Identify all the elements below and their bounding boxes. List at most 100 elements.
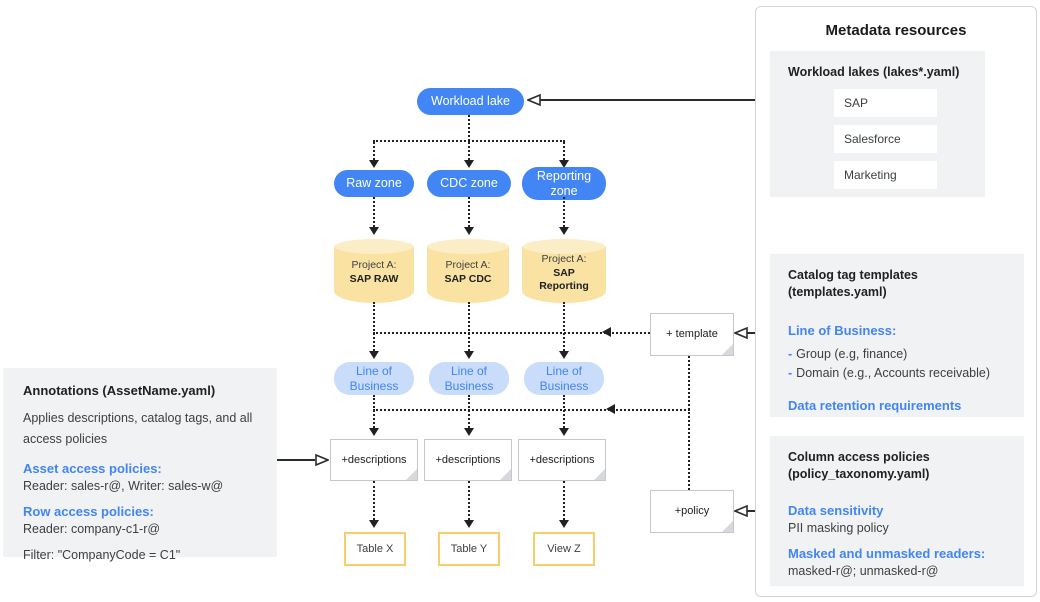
bullet-dash: - [788, 347, 793, 361]
workload-lake-label: Workload lake [431, 94, 510, 108]
zone-pill-raw: Raw zone [334, 170, 414, 197]
metadata-resources-panel: Metadata resources Workload lakes (lakes… [755, 6, 1037, 597]
project-name: SAP RAW [349, 273, 399, 285]
lob-pill-3: Line of Business [524, 362, 604, 395]
data-sensitivity-heading: Data sensitivity [788, 503, 884, 518]
dotted-connector [468, 197, 470, 227]
cylinder-body [334, 246, 414, 303]
hollow-arrowhead-left-icon [734, 505, 748, 517]
catalog-templates-section: Catalog tag templates (templates.yaml) L… [770, 254, 1024, 417]
dotted-connector [563, 302, 565, 351]
project-label: Project A: [445, 259, 491, 271]
dotted-connector [468, 481, 470, 520]
template-bullet: -Domain (e.g., Accounts receivable) [788, 364, 994, 383]
hollow-arrowhead-left-icon [734, 327, 748, 339]
descriptions-note-2: +descriptions [424, 439, 512, 481]
dotted-connector [373, 395, 375, 428]
filter-value: Filter: "CompanyCode = C1" [23, 548, 181, 562]
dotted-connector [373, 302, 375, 351]
project-name: SAP Reporting [539, 267, 589, 292]
project-cylinder-sap-raw: Project A: SAP RAW [334, 238, 414, 303]
dotted-connector-descriptions [373, 409, 690, 411]
data-sensitivity-value: PII masking policy [788, 521, 889, 535]
note-label: +descriptions [435, 454, 501, 466]
descriptions-note-1: +descriptions [330, 439, 418, 481]
metadata-panel-title: Metadata resources [825, 22, 967, 39]
hollow-arrowhead-right-icon [315, 454, 329, 466]
workload-lakes-section: Workload lakes (lakes*.yaml) SAP Salesfo… [770, 51, 985, 197]
bullet-text: Group (e.g, finance) [796, 347, 908, 361]
folded-corner [500, 469, 511, 480]
lob-pill-1: Line of Business [334, 362, 414, 395]
dotted-connector [373, 140, 565, 142]
dotted-connector [468, 142, 470, 160]
project-label: Project A: [351, 259, 397, 271]
dotted-connector [468, 302, 470, 351]
arrowhead-down-icon [369, 428, 379, 436]
note-label: + template [666, 328, 718, 340]
hollow-arrowhead-left-icon [527, 94, 541, 106]
arrowhead-down-icon [464, 160, 474, 168]
catalog-templates-heading: Catalog tag templates (templates.yaml) [788, 268, 918, 299]
arrowhead-left-icon [602, 327, 611, 337]
cylinder-body [522, 246, 606, 303]
zone-pill-cdc: CDC zone [427, 170, 511, 197]
annotations-title: Annotations (AssetName.yaml) [23, 383, 216, 398]
project-cylinder-sap-cdc: Project A: SAP CDC [427, 238, 509, 303]
lake-item-sap: SAP [834, 89, 937, 117]
project-label: Project A: [541, 253, 587, 265]
cylinder-top [427, 238, 509, 254]
dotted-connector [373, 142, 375, 160]
arrowhead-down-icon [369, 160, 379, 168]
lake-item-label: Marketing [844, 168, 897, 182]
bullet-text: Domain (e.g., Accounts receivable) [796, 366, 991, 380]
arrowhead-down-icon [559, 160, 569, 168]
workload-lake-pill: Workload lake [417, 88, 524, 115]
lake-item-label: Salesforce [844, 132, 901, 146]
note-label: +descriptions [529, 454, 595, 466]
dotted-connector [373, 197, 375, 227]
dotted-connector [688, 356, 690, 490]
zone-label: CDC zone [440, 176, 498, 190]
lob-label: Line of Business [444, 364, 494, 393]
cylinder-body [427, 246, 509, 303]
dotted-connector [563, 481, 565, 520]
dotted-connector [563, 395, 565, 428]
lob-pill-2: Line of Business [429, 362, 509, 395]
table-label: Table Y [450, 543, 488, 555]
arrowhead-down-icon [464, 227, 474, 235]
dotted-connector [468, 115, 470, 141]
lob-template-heading: Line of Business: [788, 323, 897, 338]
solid-connector-annotations [277, 459, 315, 461]
folded-corner [722, 344, 733, 355]
dotted-connector [563, 142, 565, 160]
lob-label: Line of Business [349, 364, 399, 393]
dotted-connector-template [373, 332, 650, 334]
arrowhead-down-icon [369, 351, 379, 359]
arrowhead-down-icon [559, 428, 569, 436]
project-name: SAP CDC [444, 273, 492, 285]
column-policies-section: Column access policies (policy_taxonomy.… [770, 436, 1024, 586]
table-label: Table X [356, 543, 394, 555]
bullet-dash: - [788, 366, 793, 380]
lob-label: Line of Business [539, 364, 589, 393]
annotations-description: Applies descriptions, catalog tags, and … [23, 411, 253, 446]
descriptions-note-3: +descriptions [518, 439, 606, 481]
column-policies-heading: Column access policies (policy_taxonomy.… [788, 450, 930, 481]
arrowhead-down-icon [464, 428, 474, 436]
arrowhead-down-icon [464, 520, 474, 528]
row-policies-value: Reader: company-c1-r@ [23, 522, 161, 536]
note-label: +descriptions [341, 454, 407, 466]
zone-pill-reporting: Reporting zone [522, 167, 606, 200]
folded-corner [722, 521, 733, 532]
folded-corner [406, 469, 417, 480]
dotted-connector [373, 481, 375, 520]
project-cylinder-sap-reporting: Project A: SAP Reporting [522, 238, 606, 303]
zone-label: Reporting zone [536, 169, 592, 198]
zone-label: Raw zone [346, 176, 402, 190]
arrowhead-down-icon [464, 351, 474, 359]
solid-connector-sap-to-lake [540, 99, 815, 101]
arrowhead-down-icon [369, 227, 379, 235]
asset-policies-value: Reader: sales-r@, Writer: sales-w@ [23, 479, 224, 493]
